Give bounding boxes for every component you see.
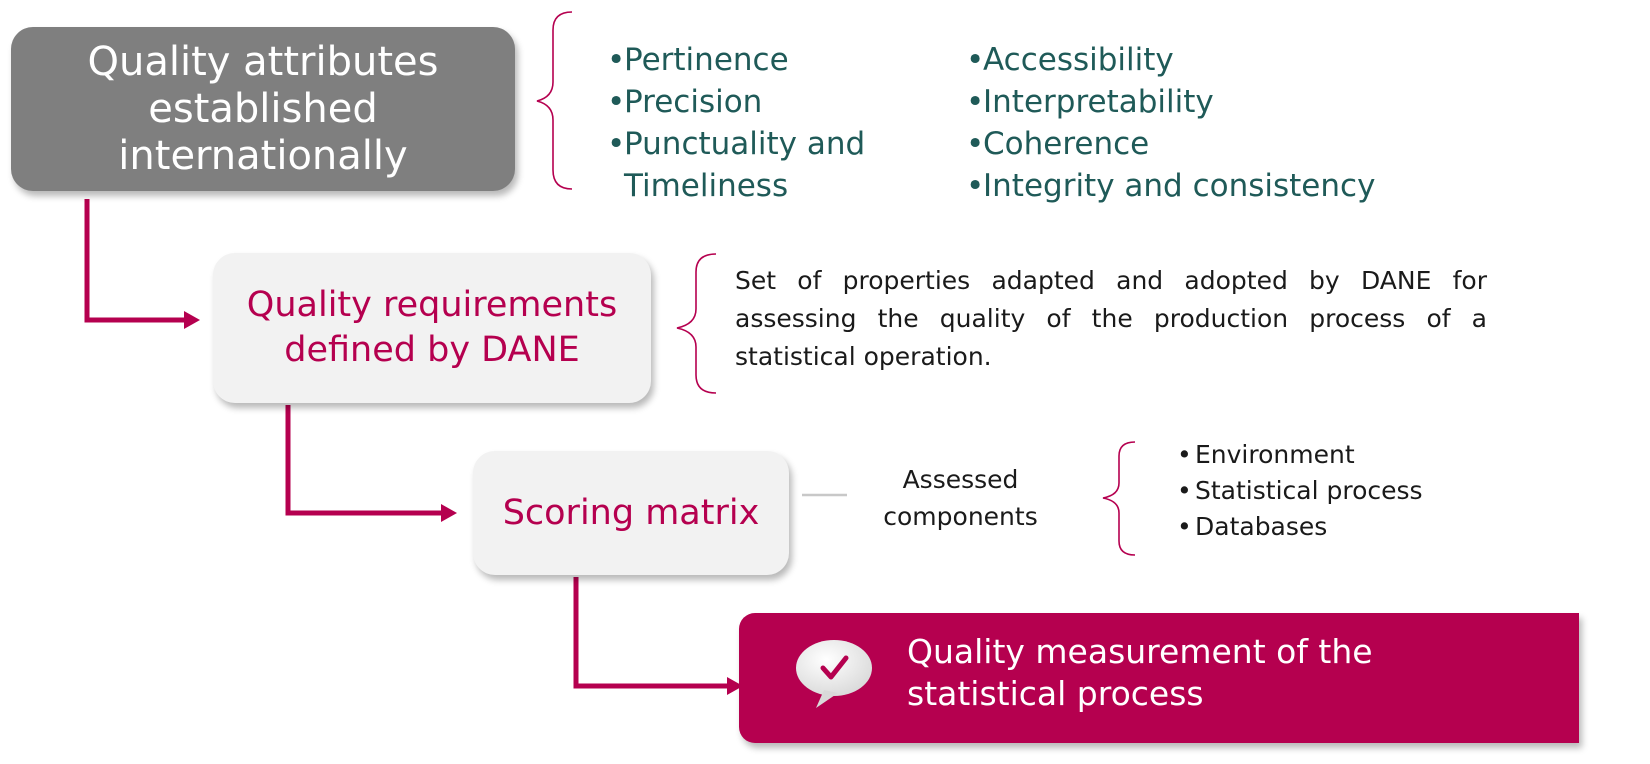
arrowhead-3 — [727, 677, 743, 695]
component-item: Databases — [1177, 509, 1477, 545]
measurement-box-title: Quality measurement of the statistical p… — [907, 632, 1373, 713]
connector-arrow-2 — [285, 405, 443, 516]
brace-requirements — [676, 253, 717, 394]
measurement-box: Quality measurement of the statistical p… — [739, 613, 1579, 743]
requirements-box: Quality requirements defined by DANE — [213, 253, 651, 403]
attribute-item: Coherence — [966, 123, 1406, 165]
connector-arrow-3 — [573, 577, 729, 689]
arrowhead-2 — [441, 504, 457, 522]
attributes-list-column-1: Pertinence Precision Punctuality and Tim… — [607, 39, 907, 207]
attributes-box-title: Quality attributes established internati… — [87, 38, 439, 179]
brace-components — [1102, 441, 1136, 556]
requirements-box-title: Quality requirements defined by DANE — [246, 285, 618, 370]
attribute-item: Integrity and consistency — [966, 165, 1406, 207]
attribute-item: Punctuality and Timeliness — [607, 123, 907, 207]
requirements-description: Set of properties adapted and adopted by… — [735, 266, 1487, 371]
component-item: Statistical process — [1177, 473, 1477, 509]
attributes-box: Quality attributes established internati… — [11, 27, 515, 191]
components-list: Environment Statistical process Database… — [1177, 437, 1477, 545]
check-bubble-icon — [796, 640, 872, 708]
brace-attributes — [536, 11, 573, 190]
attributes-list-column-2: Accessibility Interpretability Coherence… — [966, 39, 1406, 207]
attribute-item: Accessibility — [966, 39, 1406, 81]
assessed-components-label: Assessed components — [883, 465, 1038, 531]
attribute-item: Precision — [607, 81, 907, 123]
connector-arrow-1 — [84, 199, 186, 323]
component-item: Environment — [1177, 437, 1477, 473]
scoring-matrix-title: Scoring matrix — [502, 493, 760, 533]
arrowhead-1 — [184, 311, 200, 329]
attribute-item: Interpretability — [966, 81, 1406, 123]
attribute-item: Pertinence — [607, 39, 907, 81]
scoring-matrix-box: Scoring matrix — [473, 451, 789, 575]
